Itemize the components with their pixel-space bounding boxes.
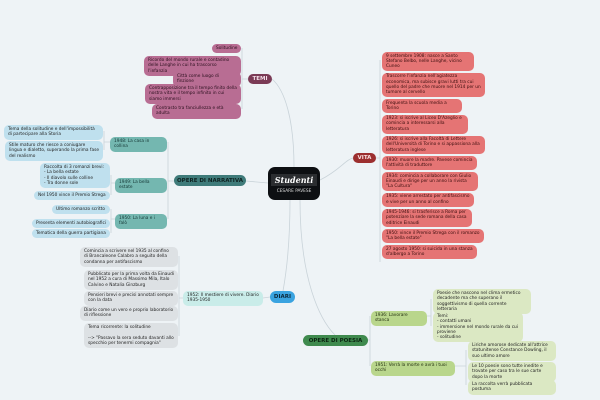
topic-temi[interactable]: TEMI — [248, 74, 272, 84]
vita-item[interactable]: 1934: comincia a collaborare con Giulio … — [382, 172, 478, 191]
narrativa-note[interactable]: Tematica della guerra partigiana — [32, 229, 110, 239]
temi-item[interactable]: Città come luogo di finzione — [173, 72, 241, 87]
narrativa-note[interactable]: Nel 1950 vince il Premio Strega — [34, 191, 110, 201]
topic-opere-di-poesia[interactable]: OPERE DI POESIA — [303, 335, 368, 346]
vita-item[interactable]: 1935: viene arrestato per antifascismo e… — [382, 192, 474, 207]
poesia-note[interactable]: La raccolta verrà pubblicata postuma — [468, 380, 556, 395]
poesia-work[interactable]: 1951: Verrà la morte e avrà i tuoi occhi — [371, 361, 455, 376]
studenti-logo: Studenti — [270, 173, 318, 186]
vita-item[interactable]: Frequenta la scuola media a Torino — [382, 99, 462, 113]
temi-item[interactable]: Solitudine — [212, 44, 241, 54]
topic-diari[interactable]: DIARI — [270, 291, 295, 303]
diari-note[interactable]: Diario come un vero e proprio laboratori… — [80, 306, 178, 321]
narrativa-note[interactable]: Ultimo romanzo scritto — [52, 205, 110, 215]
narrativa-note[interactable]: Tema della solitudine e dell'impossibili… — [4, 125, 103, 140]
topic-vita[interactable]: VITA — [353, 153, 376, 163]
vita-item[interactable]: 1923: si iscrive al Liceo D'Azeglio e co… — [382, 114, 468, 134]
diari-note[interactable]: Pubblicato per la prima volta da Einaudi… — [84, 270, 178, 290]
diari-work[interactable]: 1952: Il mestiere di vivere. Diario 1935… — [183, 291, 263, 306]
vita-item[interactable]: 1926: si iscrive alla Facoltà di Lettere… — [382, 135, 485, 155]
central-topic-title: CESARE PAVESE — [276, 188, 312, 194]
narrativa-work[interactable]: 1949: La bella estate — [115, 178, 167, 193]
poesia-note[interactable]: Temi: - contatti umani - immersione nel … — [433, 312, 523, 343]
diari-note[interactable]: Pensieri brevi e precisi annotati sempre… — [84, 291, 178, 306]
narrativa-note[interactable]: Stile maturo che riesce a coniugare ling… — [5, 141, 103, 161]
narrativa-note[interactable]: Raccolta di 3 romanzi brevi: - La bella … — [40, 163, 110, 189]
temi-item[interactable]: Contrapposizione tra il tempo finito del… — [145, 84, 241, 104]
poesia-note[interactable]: Le 10 poesie sono tutte inedite e trovat… — [468, 362, 556, 382]
temi-item[interactable]: Contrasto tra fanciullezza e età adulta — [152, 104, 241, 119]
diari-note[interactable]: Comincia a scrivere nel 1935 al confino … — [80, 247, 178, 267]
vita-item[interactable]: 1930: muore la madre. Pavese comincia l'… — [382, 156, 477, 171]
topic-opere-di-narrativa[interactable]: OPERE DI NARRATIVA — [174, 175, 246, 186]
vita-list: 9 settembre 1908: nasce a Santo Stefano … — [382, 52, 485, 259]
narrativa-work[interactable]: 1948: La casa in collina — [110, 137, 167, 152]
vita-item[interactable]: 27 agosto 1950: si suicida in una stanza… — [382, 245, 477, 259]
poesia-work[interactable]: 1936: Lavorare stanca — [371, 311, 427, 326]
narrativa-note[interactable]: Presenta elementi autobiografici — [32, 219, 110, 229]
vita-item[interactable]: 1945-1946: si trasferisce a Roma per pot… — [382, 208, 472, 228]
poesia-note[interactable]: Poesie che nascono nel clima ermetico de… — [433, 289, 531, 315]
vita-item[interactable]: 1950: vince il Premio Strega con il roma… — [382, 229, 484, 244]
poesia-note[interactable]: Liriche amorose dedicate all'attrice sta… — [468, 341, 556, 361]
temi-item[interactable]: Ricordo del mondo rurale e contadino del… — [144, 56, 241, 76]
diari-note[interactable]: Tema ricorrente: la solitudine --> "Pass… — [84, 323, 178, 349]
vita-item[interactable]: 9 settembre 1908: nasce a Santo Stefano … — [382, 52, 474, 71]
narrativa-work[interactable]: 1950: La luna e i falò — [115, 214, 167, 229]
central-topic[interactable]: Studenti CESARE PAVESE — [268, 167, 320, 200]
vita-item[interactable]: Trascorre l'infanzia nell'agiatezza econ… — [382, 72, 485, 98]
